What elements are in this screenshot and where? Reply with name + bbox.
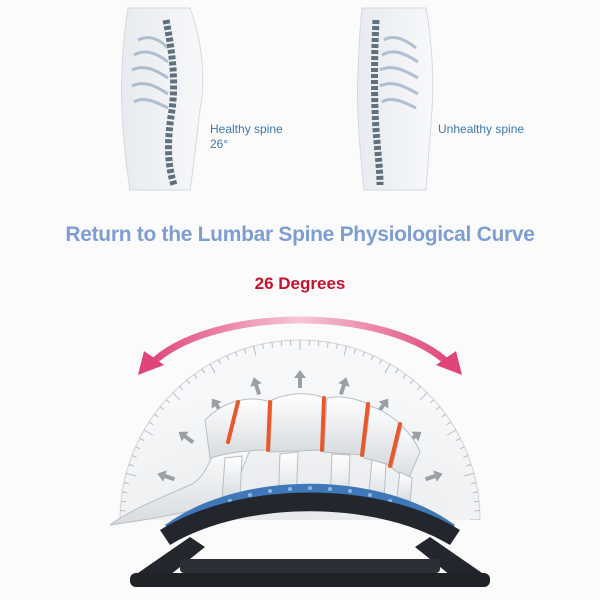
arc-tick: [125, 472, 136, 477]
up-arrow-icon: [294, 370, 306, 388]
up-arrow-icon: [338, 377, 350, 396]
arc-tick: [271, 342, 274, 348]
arc-tick: [131, 455, 137, 458]
arc-tick: [370, 355, 374, 361]
arc-tick: [394, 368, 399, 374]
arc-tick: [416, 385, 421, 391]
healthy-torso-illustration: [120, 7, 204, 191]
healthy-spine-label: Healthy spine: [210, 122, 283, 136]
arc-tick: [471, 482, 477, 485]
arc-tick: [128, 463, 134, 467]
arc-tick: [463, 455, 469, 458]
unhealthy-spine-label: Unhealthy spine: [438, 122, 525, 136]
arc-tick: [429, 399, 435, 404]
arc-tick: [165, 399, 171, 404]
arc-tick: [446, 429, 457, 436]
up-arrow-icon: [178, 431, 195, 445]
arc-tick: [193, 374, 198, 379]
up-arrow-icon: [424, 470, 443, 482]
arc-tick: [179, 385, 184, 391]
arc-tick: [473, 500, 480, 503]
degrees-label: 26 Degrees: [254, 274, 346, 293]
back-stretcher-device: [130, 483, 490, 587]
arc-tick: [139, 437, 145, 442]
arc-tick: [186, 379, 191, 385]
arc-tick: [362, 351, 365, 357]
arc-tick: [252, 345, 257, 356]
arc-tick: [466, 463, 472, 467]
arc-tick: [243, 348, 247, 354]
spine-vertebrae-illustration: [110, 393, 421, 526]
arc-tick: [335, 343, 338, 349]
headline: Return to the Lumbar Spine Physiological…: [65, 223, 535, 246]
arc-tick: [326, 342, 329, 348]
arc-tick: [384, 363, 391, 374]
arc-tick: [446, 421, 452, 426]
arc-tick: [472, 491, 478, 494]
arc-tick: [154, 413, 159, 418]
arc-tick: [459, 446, 465, 450]
arc-tick: [435, 406, 441, 411]
arc-tick: [419, 392, 428, 401]
arc-tick: [217, 359, 222, 365]
arc-tick: [143, 429, 154, 436]
up-arrow-icon: [157, 470, 176, 482]
arc-tick: [317, 340, 320, 347]
arc-tick: [262, 343, 265, 349]
arc-tick: [280, 340, 283, 347]
arc-tick: [343, 345, 348, 356]
arc-tick: [159, 406, 165, 411]
arc-tick: [209, 363, 216, 374]
arc-tick: [122, 491, 128, 494]
arc-tick: [455, 437, 461, 442]
arc-tick: [441, 413, 446, 418]
healthy-spine-angle: 26°: [210, 137, 229, 151]
curve-arrow-icon: [138, 316, 462, 375]
arc-tick: [402, 374, 407, 379]
arc-tick: [148, 421, 154, 426]
arc-tick: [226, 355, 230, 361]
arc-tick: [120, 500, 127, 503]
up-arrow-icon: [250, 377, 262, 396]
arc-tick: [172, 392, 181, 401]
arc-tick: [235, 351, 238, 357]
arc-tick: [378, 359, 383, 365]
arc-tick: [464, 472, 475, 477]
arc-tick: [135, 446, 141, 450]
unhealthy-torso-illustration: [356, 7, 434, 191]
arc-tick: [409, 379, 414, 385]
arc-tick: [201, 368, 206, 374]
arc-tick: [123, 482, 129, 485]
arc-tick: [353, 348, 357, 354]
